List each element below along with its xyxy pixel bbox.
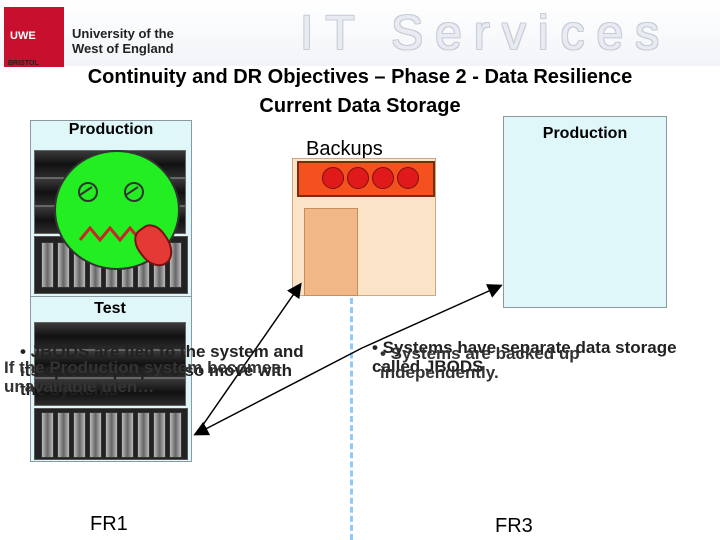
test-label: Test — [94, 300, 126, 317]
university-name: University of the West of England — [72, 26, 174, 56]
production-right-label: Production — [542, 125, 628, 142]
backup-slot — [304, 208, 358, 296]
logo-subtitle: BRISTOL — [8, 60, 39, 67]
arrow-to-backups — [197, 282, 302, 433]
header-banner — [0, 0, 720, 66]
face-eye-icon — [78, 182, 98, 202]
face-eye-icon — [124, 182, 144, 202]
tape-icon — [397, 167, 419, 189]
storage-bullet: • Systems have separate data storage cal… — [372, 338, 677, 376]
arrow-to-production — [361, 284, 503, 349]
slide-title: Continuity and DR Objectives – Phase 2 -… — [87, 66, 633, 88]
production-right-panel: Production — [503, 116, 667, 308]
backups-label: Backups — [306, 138, 383, 160]
uwe-logo — [4, 7, 64, 67]
server-unit — [34, 322, 186, 350]
arrow-to-test — [193, 347, 363, 436]
tape-icon — [347, 167, 369, 189]
banner-title: IT Services — [300, 7, 672, 60]
tape-icon — [322, 167, 344, 189]
fr1-label: FR1 — [90, 513, 128, 535]
tape-icon — [372, 167, 394, 189]
logo-text: UWE — [10, 30, 36, 42]
server-unit — [34, 350, 186, 378]
production-left-label: Production — [68, 121, 154, 138]
dashed-divider — [350, 298, 353, 540]
overlay-bullet: If the Production system becomes unavail… — [4, 358, 281, 396]
backup-bullet: • Systems are backed up independently. — [380, 344, 580, 382]
server-unit — [34, 378, 186, 406]
jbod-rack — [34, 408, 188, 460]
jbod-bullet: • JBODS are tied to the system and its s… — [20, 342, 304, 399]
fr3-label: FR3 — [495, 515, 533, 537]
slide-subtitle: Current Data Storage — [259, 95, 461, 117]
